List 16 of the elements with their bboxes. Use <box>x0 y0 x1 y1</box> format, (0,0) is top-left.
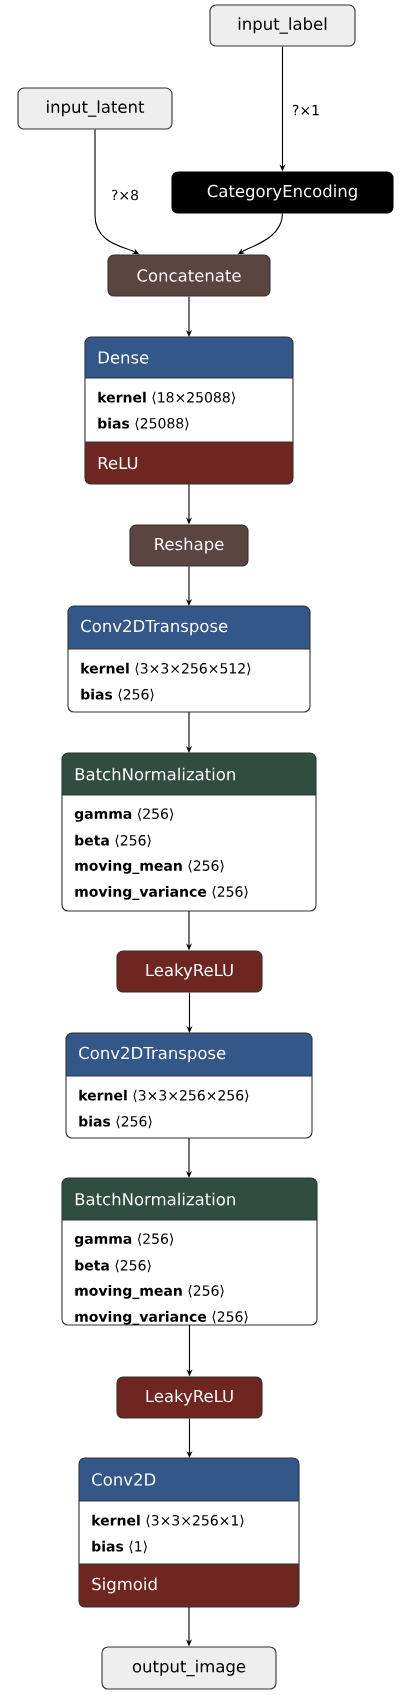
edge-label: ?×8 <box>109 188 141 202</box>
layer-box: Conv2DTranspose kernel ⟨3×3×256×512⟩ bias ⟨256⟩ <box>67 605 311 713</box>
input-box: input_latent <box>17 87 173 130</box>
layer-box: Reshape <box>129 524 249 567</box>
layer-box: Conv2DTranspose kernel ⟨3×3×256×256⟩ bias ⟨256⟩ <box>65 1032 313 1139</box>
layer-box: LeakyReLU <box>116 1376 263 1419</box>
input-box: output_image <box>101 1646 277 1690</box>
layer-box: Conv2D kernel ⟨3×3×256×1⟩ bias ⟨1⟩ Sigmoid <box>78 1457 300 1608</box>
layer-box: BatchNormalization gamma ⟨256⟩ beta ⟨256⟩ moving_mean ⟨256⟩ moving_variance ⟨256⟩ <box>61 1177 318 1326</box>
layer-box: Dense kernel ⟨18×25088⟩ bias ⟨25088⟩ ReLU <box>84 336 294 485</box>
layer-box: Concatenate <box>107 254 271 297</box>
edge-label: ?×1 <box>290 103 322 117</box>
input-box: input_label <box>209 4 356 47</box>
layer-box: BatchNormalization gamma ⟨256⟩ beta ⟨256⟩ moving_mean ⟨256⟩ moving_variance ⟨256⟩ <box>61 752 317 912</box>
layer-box: LeakyReLU <box>116 950 263 993</box>
layer-box: CategoryEncoding <box>171 171 394 214</box>
